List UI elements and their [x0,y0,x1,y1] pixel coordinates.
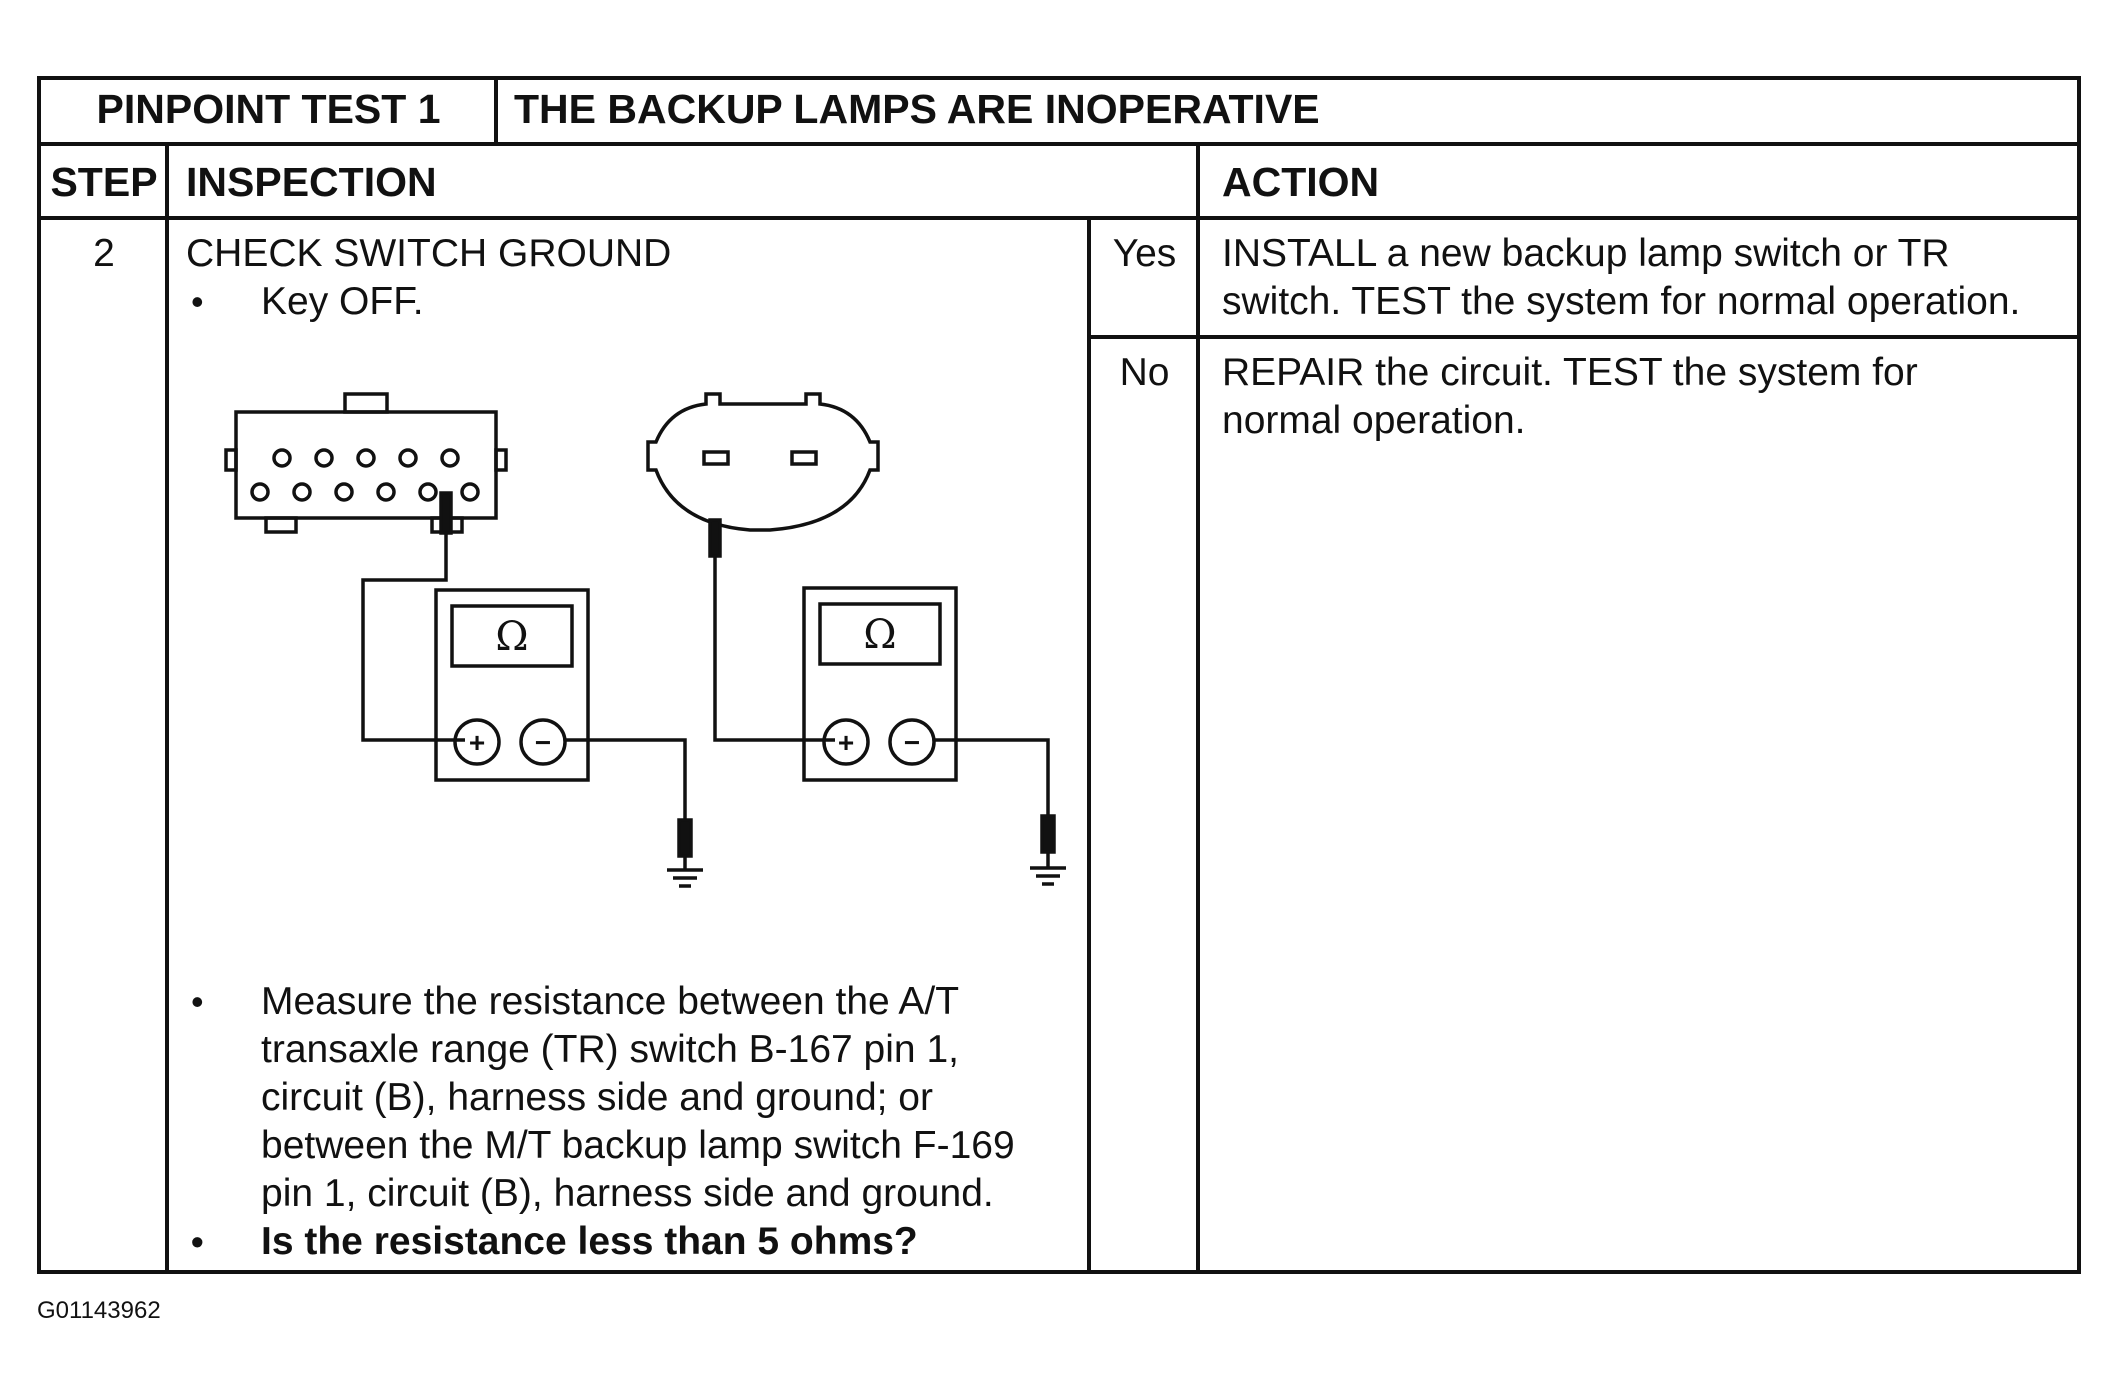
meter-2-ohm-symbol: Ω [863,612,896,658]
tr-switch-connector [224,392,508,534]
inspection-bullets-top: Key OFF. [170,278,1070,326]
meter-1-minus-terminal: − [535,727,551,758]
wiring-diagram: Ω Ω + − + − [224,392,1066,888]
column-header-inspection: INSPECTION [186,159,437,205]
column-header-action: ACTION [1222,159,1380,205]
no-action: REPAIR the circuit. TEST the system for … [1222,351,1918,442]
ohmmeter-1 [434,588,590,782]
meter-2-plus-terminal: + [838,727,854,758]
inspection-heading: CHECK SWITCH GROUND [186,232,672,275]
backup-lamp-switch-connector [646,392,880,532]
test-title: THE BACKUP LAMPS ARE INOPERATIVE [514,86,1320,132]
inspection-bullets-bottom: Measure the resistance between the A/T t… [170,978,1070,1266]
meter-2-minus-terminal: − [904,727,920,758]
yes-label: Yes [1112,232,1177,275]
figure-id: G01143962 [37,1297,161,1324]
yes-action: INSTALL a new backup lamp switch or TR s… [1222,232,2021,323]
column-header-step: STEP [50,159,158,205]
step-number: 2 [93,232,115,275]
bullet-question: Is the resistance less than 5 ohms? [170,1218,1070,1266]
bullet-key-off: Key OFF. [170,278,1070,326]
pinpoint-test-label: PINPOINT TEST 1 [96,86,441,132]
meter-1-plus-terminal: + [469,727,485,758]
no-label: No [1119,351,1170,394]
bullet-measure: Measure the resistance between the A/T t… [170,978,1070,1218]
ohmmeter-2 [802,586,958,782]
meter-1-ohm-symbol: Ω [495,614,528,660]
